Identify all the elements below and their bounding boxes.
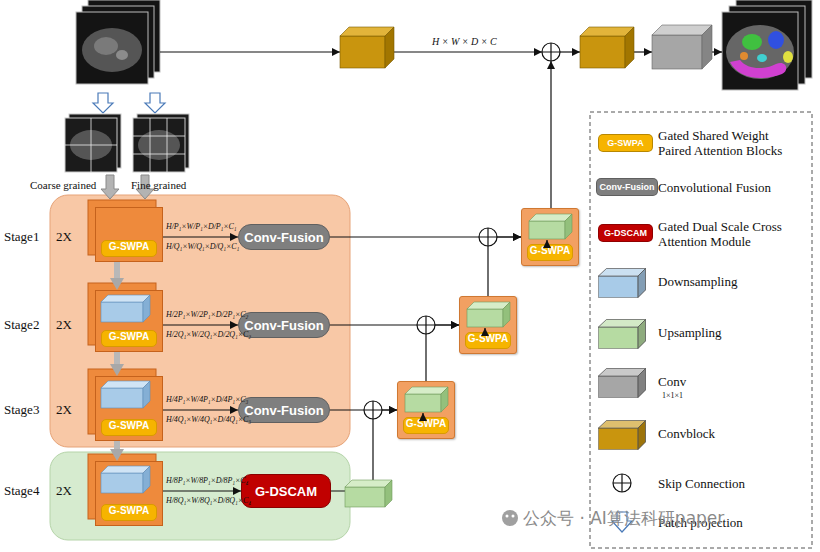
dimension-label: H × W × D × C bbox=[432, 36, 497, 47]
dimension-label: H/8Q₁×W/8Q₁×D/8Q₁×C₄ bbox=[166, 496, 251, 505]
connector-arrow bbox=[163, 409, 238, 410]
stage-label: 2X bbox=[56, 483, 72, 499]
stage-arrow bbox=[114, 262, 120, 278]
legend-swatch: G-DSCAM bbox=[598, 224, 653, 242]
node-label: G-SWPA bbox=[403, 417, 449, 434]
stage-label: 2X bbox=[56, 402, 72, 418]
stage-label: Stage1 bbox=[4, 229, 39, 245]
dimension-label: H/P₁×W/P₁×D/P₁×C₁ bbox=[166, 222, 237, 231]
swatch-label: G-DSCAM bbox=[604, 228, 647, 238]
node-label: Conv-Fusion bbox=[244, 318, 323, 333]
swatch-label: G-SWPA bbox=[607, 138, 643, 148]
legend-swatch: Conv-Fusion bbox=[596, 178, 658, 196]
watermark-icon bbox=[502, 510, 518, 526]
connector-arrow bbox=[426, 325, 459, 381]
stage-arrow bbox=[114, 352, 120, 364]
output-segmentation bbox=[722, 0, 812, 90]
conv-cube bbox=[652, 25, 712, 69]
connector-arrow bbox=[163, 324, 238, 325]
legend-text: Gated Dual Scale Cross Attention Module bbox=[658, 219, 798, 249]
connector-arrow bbox=[330, 324, 459, 325]
convblock-cube bbox=[340, 27, 634, 68]
node-label: G-SWPA bbox=[465, 332, 511, 349]
main-path-wire bbox=[160, 52, 722, 420]
connector-arrow bbox=[488, 237, 521, 296]
fusion-box: Conv-Fusion bbox=[238, 312, 330, 338]
subscript-label: 1×1×1 bbox=[662, 391, 683, 400]
connector-arrow bbox=[163, 490, 241, 491]
fine-patch bbox=[133, 114, 189, 172]
input-volume bbox=[76, 0, 160, 84]
stage-label: Stage4 bbox=[4, 483, 39, 499]
legend-text: Upsampling bbox=[658, 325, 798, 340]
legend-swatch: G-SWPA bbox=[598, 134, 653, 152]
dimension-label: H/Q₁×W/Q₁×D/Q₁×C₁ bbox=[166, 242, 239, 251]
stage-label: 2X bbox=[56, 317, 72, 333]
patch-projection-arrow bbox=[93, 93, 165, 113]
node-label: G-SWPA bbox=[527, 244, 573, 261]
node-label: G-DSCAM bbox=[255, 484, 317, 499]
coarse-patch bbox=[65, 114, 121, 172]
legend-swatch bbox=[598, 319, 646, 349]
node-label: G-SWPA bbox=[101, 504, 157, 521]
upsampling-cube bbox=[345, 214, 572, 507]
legend-text: Convolutional Fusion bbox=[658, 180, 798, 195]
connector-arrow bbox=[163, 236, 238, 237]
fusion-box: Conv-Fusion bbox=[238, 224, 330, 250]
node-label: Conv-Fusion bbox=[244, 403, 323, 418]
legend-text: Gated Shared Weight Paired Attention Blo… bbox=[658, 128, 798, 158]
patch-caption: Fine grained bbox=[131, 179, 186, 191]
stage-label: Stage3 bbox=[4, 402, 39, 418]
swatch-label: Conv-Fusion bbox=[600, 182, 655, 192]
downsampling-cube bbox=[101, 295, 150, 493]
stage-arrow bbox=[114, 441, 120, 449]
patch-caption: Coarse grained bbox=[30, 179, 96, 191]
legend-text: Convblock bbox=[658, 426, 798, 441]
node-label: G-SWPA bbox=[101, 240, 157, 257]
dimension-label: H/4P₁×W/4P₁×D/4P₁×C₃ bbox=[166, 395, 248, 404]
legend-swatch bbox=[598, 420, 646, 450]
connector-arrow bbox=[331, 410, 397, 491]
legend-text: Conv bbox=[658, 374, 798, 389]
node-label: G-SWPA bbox=[101, 419, 157, 436]
legend-text: Downsampling bbox=[658, 274, 798, 289]
stage-label: 2X bbox=[56, 229, 72, 245]
stage-label: Stage2 bbox=[4, 317, 39, 333]
dimension-label: H/4Q₁×W/4Q₁×D/4Q₁×C₃ bbox=[166, 415, 251, 424]
fusion-box: Conv-Fusion bbox=[238, 397, 330, 423]
skip-connection-symbol bbox=[364, 43, 631, 492]
legend-frame bbox=[590, 112, 812, 548]
dimension-label: H/2Q₁×W/2Q₁×D/2Q₁×C₂ bbox=[166, 330, 251, 339]
node-label: G-SWPA bbox=[101, 330, 157, 347]
encoder-panel bbox=[50, 195, 350, 540]
dimension-label: H/2P₁×W/2P₁×D/2P₁×C₂ bbox=[166, 310, 248, 319]
legend-swatch bbox=[598, 268, 646, 298]
cross-attention-box: G-DSCAM bbox=[241, 474, 331, 508]
dimension-label: H/8P₁×W/8P₁×D/8P₁×C₄ bbox=[166, 476, 248, 485]
legend-text: Skip Connection bbox=[658, 476, 798, 491]
legend-swatch bbox=[598, 368, 646, 398]
watermark: 公众号 · AI算法科研paper bbox=[523, 507, 724, 530]
attention-block: G-SWPA bbox=[95, 207, 163, 262]
node-label: Conv-Fusion bbox=[244, 230, 323, 245]
